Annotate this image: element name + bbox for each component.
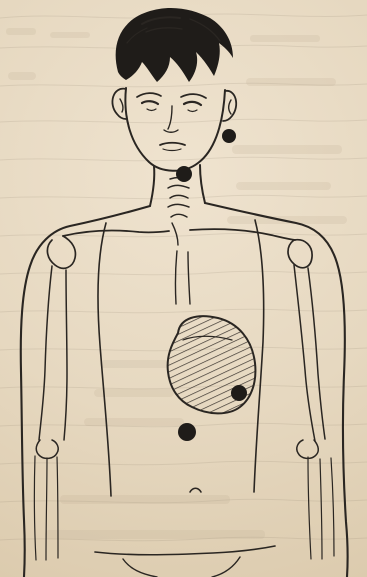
abdomen-mark	[231, 385, 247, 401]
hair	[116, 8, 233, 82]
face	[137, 93, 206, 150]
head-outline	[112, 88, 236, 171]
navel-mark	[178, 423, 196, 441]
ear-mark	[222, 129, 236, 143]
chin-mark	[176, 166, 192, 182]
navel-line	[190, 488, 201, 492]
markings	[176, 129, 247, 492]
